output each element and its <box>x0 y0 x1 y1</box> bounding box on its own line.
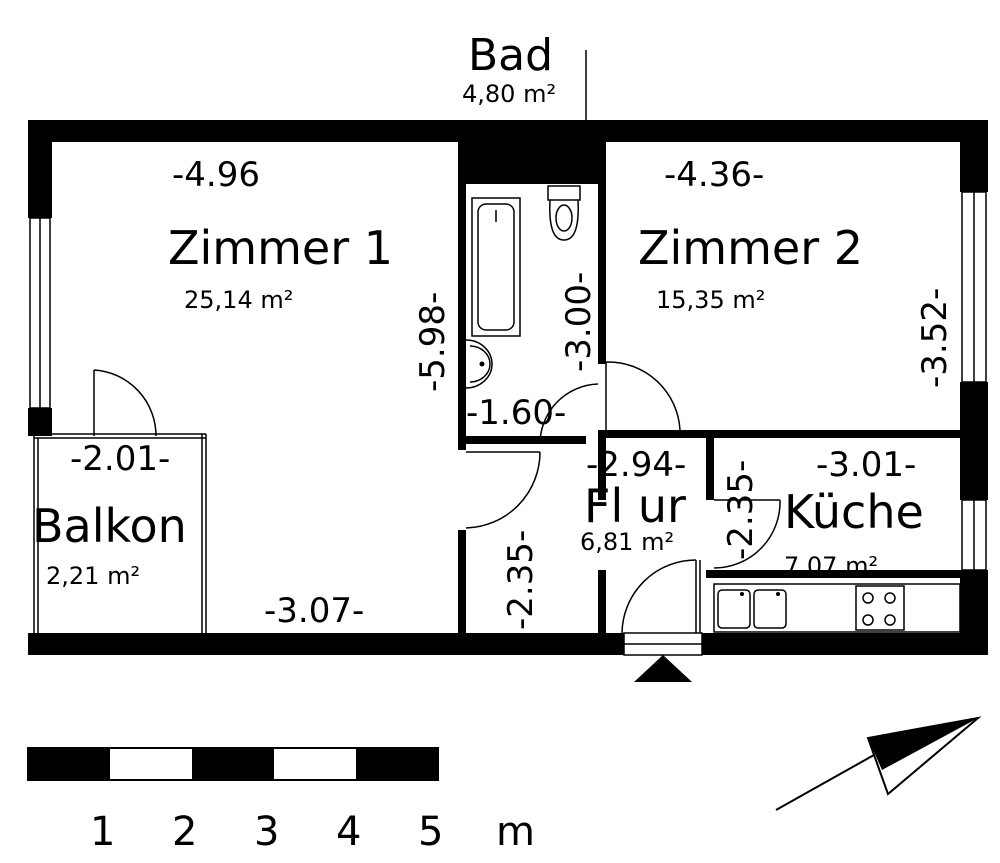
washbasin <box>465 339 493 389</box>
scale-label-3: 3 <box>254 809 279 855</box>
stove <box>855 585 905 631</box>
north-arrow-icon <box>775 716 982 811</box>
scale-label-2: 2 <box>172 809 197 855</box>
flur-name: Fl ur <box>584 479 686 533</box>
dim-zimmer1-bottom: -3.07- <box>264 591 364 631</box>
dim-flur-left-height: -2.35- <box>501 530 541 630</box>
dim-zimmer2-width: -4.36- <box>664 155 764 195</box>
outer-walls <box>28 120 988 655</box>
scale-unit: m <box>496 809 535 855</box>
zimmer1-name: Zimmer 1 <box>168 221 393 275</box>
balkon-name: Balkon <box>32 499 187 553</box>
bad-name: Bad <box>468 30 553 81</box>
bathtub <box>471 197 521 337</box>
scale-label-5: 5 <box>418 809 443 855</box>
flur-area: 6,81 m² <box>580 528 674 556</box>
scale-label-4: 4 <box>336 809 361 855</box>
zimmer2-name: Zimmer 2 <box>638 221 863 275</box>
kueche-area: 7,07 m² <box>784 552 878 580</box>
dim-zimmer1-height: -5.98- <box>413 292 453 392</box>
dim-flur-width: -2.94- <box>586 445 686 485</box>
balcony-outline <box>33 433 207 633</box>
windows <box>29 191 987 571</box>
dim-zimmer1-width: -4.96 <box>172 155 260 195</box>
toilet <box>547 185 581 241</box>
zimmer1-area: 25,14 m² <box>184 286 293 314</box>
entrance-marker <box>634 655 692 682</box>
kueche-name: Küche <box>784 485 924 539</box>
bad-area: 4,80 m² <box>462 80 556 108</box>
scale-bar <box>27 747 439 781</box>
dim-zimmer2-height: -3.52- <box>915 288 955 388</box>
balkon-area: 2,21 m² <box>46 562 140 590</box>
dim-kueche-height: -2.35- <box>721 460 761 560</box>
doors <box>93 361 781 656</box>
interior-walls <box>458 142 968 640</box>
dim-balkon-width: -2.01- <box>70 439 170 479</box>
dim-kueche-width: -3.01- <box>816 445 916 485</box>
kitchen-counter <box>713 583 961 633</box>
dim-bad-height: -3.00- <box>559 272 599 372</box>
zimmer2-area: 15,35 m² <box>656 286 765 314</box>
dim-bad-width: -1.60- <box>466 393 566 433</box>
scale-label-1: 1 <box>90 809 115 855</box>
